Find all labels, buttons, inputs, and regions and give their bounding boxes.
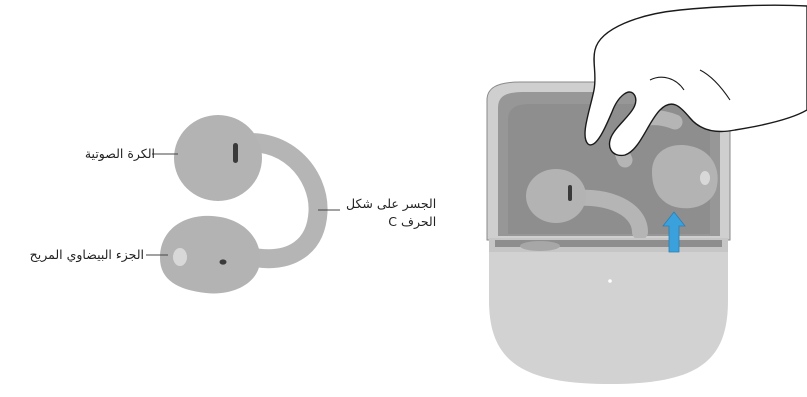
earbud-illustration <box>160 115 318 293</box>
charging-case-illustration <box>487 5 807 384</box>
case-body <box>489 238 728 384</box>
label-oval-part: الجزء البيضاوي المريح <box>30 247 144 263</box>
case-earbud-ball <box>526 169 586 223</box>
case-base-earbud <box>520 241 560 251</box>
label-sound-ball: الكرة الصوتية <box>85 146 155 162</box>
sound-ball-vent <box>233 143 238 163</box>
label-c-bridge-line1: الجسر على شكل <box>346 195 436 213</box>
case-earbud-vent <box>568 185 572 201</box>
oval-part-highlight <box>173 248 187 266</box>
lifted-earbud-highlight <box>700 171 710 185</box>
sound-ball <box>174 115 262 201</box>
label-c-bridge: الجسر على شكل الحرف C <box>346 195 436 231</box>
status-light <box>608 279 612 283</box>
oval-part-port <box>220 259 227 264</box>
label-c-bridge-line2: الحرف C <box>346 213 436 231</box>
